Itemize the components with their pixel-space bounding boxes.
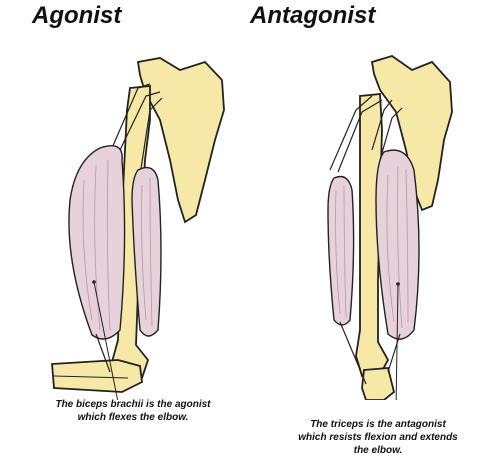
antagonist-caption-line-2: which resists flexion and extends	[258, 431, 498, 444]
antagonist-caption-line-1: The triceps is the antagonist	[258, 418, 498, 431]
agonist-caption-line-1: The biceps brachii is the agonist	[8, 398, 258, 411]
right-forearm	[362, 368, 394, 400]
right-arm-diagram	[328, 56, 452, 400]
agonist-caption: The biceps brachii is the agonist which …	[8, 398, 258, 424]
agonist-caption-line-2: which flexes the elbow.	[8, 411, 258, 424]
arm-diagrams	[0, 0, 502, 400]
antagonist-caption: The triceps is the antagonist which resi…	[258, 418, 498, 457]
left-biceps	[69, 146, 125, 339]
right-biceps	[328, 177, 354, 326]
antagonist-caption-line-3: the elbow.	[258, 444, 498, 457]
left-arm-diagram	[52, 58, 224, 400]
